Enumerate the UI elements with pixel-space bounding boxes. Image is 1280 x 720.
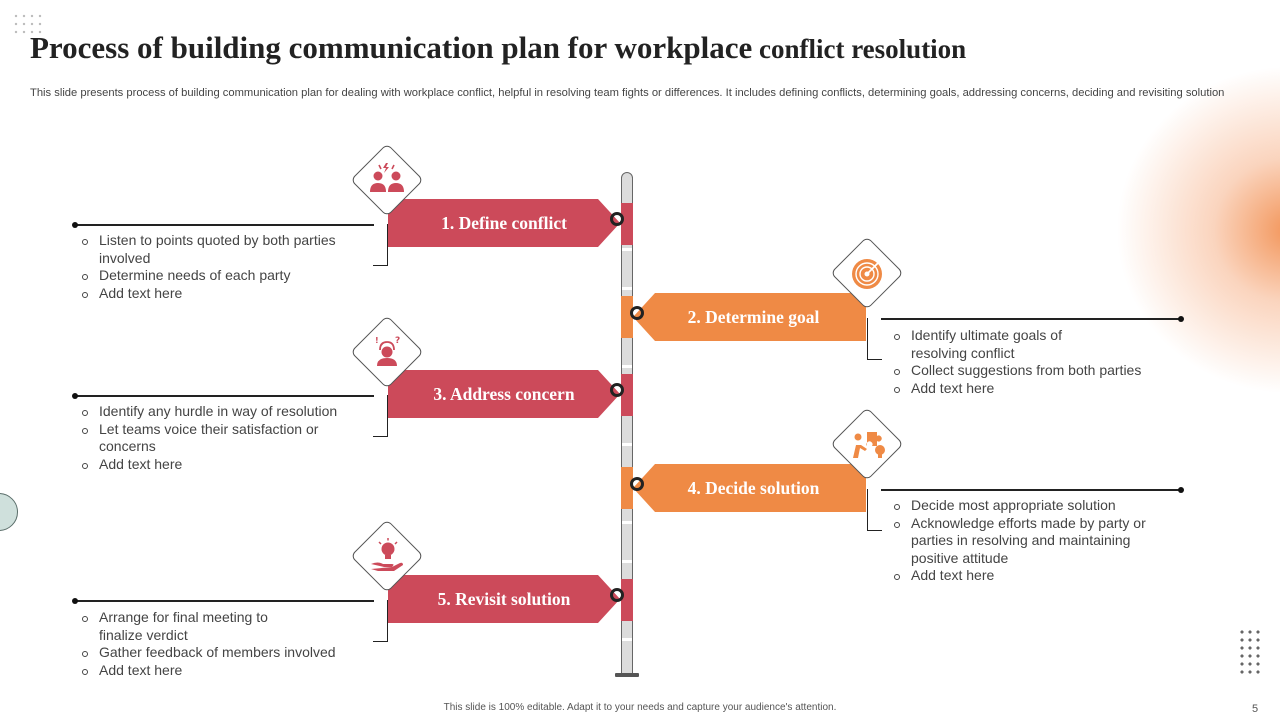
idea-hand-icon bbox=[371, 538, 403, 571]
step-3-leader-line bbox=[76, 395, 374, 397]
page-subtitle: This slide presents process of building … bbox=[30, 87, 1225, 99]
step-2-ring bbox=[630, 306, 644, 320]
step-4-banner: 4. Decide solution bbox=[633, 464, 866, 512]
step-1-icon-diamond bbox=[350, 143, 424, 217]
step-1-connector bbox=[373, 224, 388, 266]
decorative-circle bbox=[0, 493, 18, 531]
list-item: Add text here bbox=[80, 662, 360, 680]
list-item: Let teams voice their satisfaction or co… bbox=[80, 421, 370, 456]
step-2-endpoint bbox=[1178, 316, 1184, 322]
pole-segment-4 bbox=[621, 467, 633, 509]
list-item: Listen to points quoted by both parties … bbox=[80, 232, 350, 267]
list-item: Determine needs of each party bbox=[80, 267, 350, 285]
step-5-connector bbox=[373, 600, 388, 642]
step-1-endpoint bbox=[72, 222, 78, 228]
pole-segment-2 bbox=[621, 296, 633, 338]
pole-segment-5 bbox=[621, 579, 633, 621]
step-4-label: 4. Decide solution bbox=[687, 477, 820, 498]
step-3-connector bbox=[373, 395, 388, 437]
step-4-connector bbox=[867, 489, 882, 531]
step-4-icon-diamond bbox=[830, 407, 904, 481]
pole-segment-3 bbox=[621, 374, 633, 416]
page-title: Process of building communication plan f… bbox=[30, 30, 967, 65]
step-3-ring bbox=[610, 383, 624, 397]
step-4-ring bbox=[630, 477, 644, 491]
confused-person-icon: ? ! bbox=[375, 336, 400, 366]
list-item: Add text here bbox=[892, 380, 1172, 398]
decorative-dots-bottom bbox=[1238, 628, 1264, 674]
footer-note: This slide is 100% editable. Adapt it to… bbox=[443, 702, 837, 713]
step-1-leader-line bbox=[76, 224, 374, 226]
list-item: Identify ultimate goals of resolving con… bbox=[892, 327, 1172, 362]
people-conflict-icon bbox=[370, 163, 404, 192]
step-3-icon-diamond: ? ! bbox=[350, 315, 424, 389]
list-item: Decide most appropriate solution bbox=[892, 497, 1174, 515]
pole-segment-1 bbox=[621, 203, 633, 245]
svg-text:?: ? bbox=[395, 336, 400, 346]
step-5-ring bbox=[610, 588, 624, 602]
list-item: Gather feedback of members involved bbox=[80, 644, 360, 662]
svg-text:!: ! bbox=[375, 336, 379, 345]
step-2-bullets: Identify ultimate goals of resolving con… bbox=[892, 327, 1172, 397]
step-3-label: 3. Address concern bbox=[433, 383, 575, 404]
step-1-label: 1. Define conflict bbox=[441, 212, 567, 233]
list-item: Add text here bbox=[80, 456, 370, 474]
puzzle-solution-icon bbox=[853, 432, 885, 458]
step-1-banner: 1. Define conflict bbox=[388, 199, 620, 247]
step-4-endpoint bbox=[1178, 487, 1184, 493]
step-5-bullets: Arrange for final meeting to finalize ve… bbox=[80, 609, 360, 679]
step-3-endpoint bbox=[72, 393, 78, 399]
step-5-icon-diamond bbox=[350, 519, 424, 593]
list-item: Acknowledge efforts made by party or par… bbox=[892, 515, 1174, 568]
list-item: Identify any hurdle in way of resolution bbox=[80, 403, 370, 421]
step-3-bullets: Identify any hurdle in way of resolution… bbox=[80, 403, 370, 473]
step-1-ring bbox=[610, 212, 624, 226]
page-number: 5 bbox=[1252, 703, 1259, 715]
step-4-bullets: Decide most appropriate solution Acknowl… bbox=[892, 497, 1174, 585]
step-2-leader-line bbox=[881, 318, 1181, 320]
list-item: Collect suggestions from both parties bbox=[892, 362, 1172, 380]
step-1-bullets: Listen to points quoted by both parties … bbox=[80, 232, 350, 302]
step-2-connector bbox=[867, 318, 882, 360]
timeline-pole-base bbox=[615, 673, 639, 677]
step-5-label: 5. Revisit solution bbox=[437, 588, 571, 609]
step-2-label: 2. Determine goal bbox=[687, 306, 820, 327]
step-5-leader-line bbox=[76, 600, 374, 602]
step-2-banner: 2. Determine goal bbox=[633, 293, 866, 341]
step-2-icon-diamond bbox=[830, 236, 904, 310]
target-icon bbox=[852, 259, 882, 289]
list-item: Add text here bbox=[892, 567, 1174, 585]
list-item: Add text here bbox=[80, 285, 350, 303]
step-5-endpoint bbox=[72, 598, 78, 604]
step-3-banner: 3. Address concern bbox=[388, 370, 620, 418]
decorative-dots-top bbox=[12, 12, 46, 38]
step-4-leader-line bbox=[881, 489, 1181, 491]
step-5-banner: 5. Revisit solution bbox=[388, 575, 620, 623]
list-item: Arrange for final meeting to finalize ve… bbox=[80, 609, 360, 644]
